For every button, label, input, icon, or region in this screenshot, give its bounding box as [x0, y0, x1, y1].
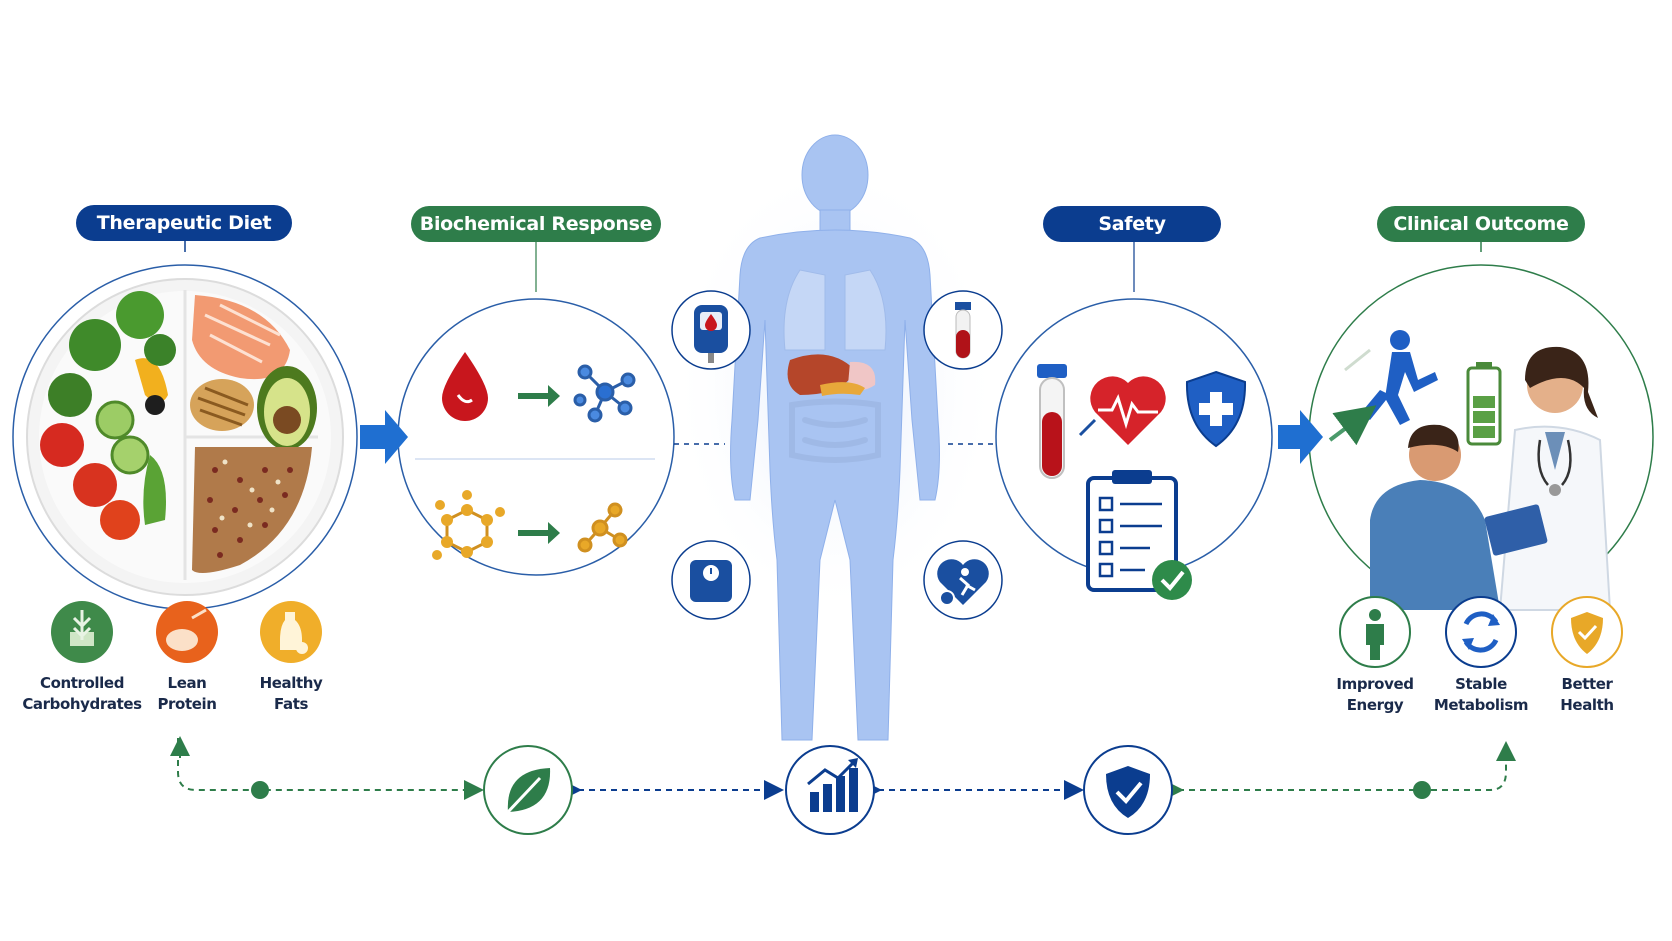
wheat-icon: [51, 601, 113, 663]
caption-line: Improved: [1336, 675, 1414, 693]
arrow-green-icon: [518, 522, 560, 544]
stage-title-clinical-outcome: Clinical Outcome: [1377, 206, 1585, 242]
glucose-meter-icon: [671, 290, 751, 370]
stage-title-text: Clinical Outcome: [1393, 213, 1569, 235]
diet-item-protein: Lean Protein: [122, 673, 252, 715]
cycle-icon: [1445, 596, 1517, 668]
caption-line: Energy: [1346, 696, 1404, 714]
caption-line: Metabolism: [1433, 696, 1529, 714]
oil-bottle-icon: [260, 601, 322, 663]
caption-line: Protein: [157, 695, 217, 713]
blood-tube-icon: [923, 290, 1003, 370]
shield-plus-icon: [1185, 370, 1247, 448]
stage-title-therapeutic-diet: Therapeutic Diet: [76, 205, 292, 241]
outcome-item-energy: Improved Energy: [1310, 674, 1440, 716]
shield-check-bottom-icon: [1083, 745, 1173, 835]
stage-title-text: Biochemical Response: [419, 213, 653, 235]
leaf-icon: [483, 745, 573, 835]
plate-icon: [26, 278, 344, 596]
caption-line: Lean: [167, 674, 207, 692]
arrow-green-icon: [518, 385, 560, 407]
quinoa-icon: [192, 447, 312, 574]
stage-title-safety: Safety: [1043, 206, 1221, 242]
arrow-diet-to-biochem: [360, 410, 408, 464]
diet-item-fats: Healthy Fats: [226, 673, 356, 715]
shield-check-icon: [1551, 596, 1623, 668]
stage-title-text: Safety: [1098, 213, 1166, 235]
caption-line: Fats: [274, 695, 308, 713]
stage-title-text: Therapeutic Diet: [96, 212, 272, 234]
heart-activity-icon: [923, 540, 1003, 620]
caption-line: Controlled: [39, 674, 125, 692]
checklist-icon: [1086, 470, 1192, 600]
vegetables-icon: [40, 291, 176, 540]
person-icon: [1339, 596, 1411, 668]
patient-icon: [1370, 424, 1500, 610]
molecule-gold-small-icon: [577, 502, 628, 553]
caption-line: Better: [1561, 675, 1613, 693]
stage-title-biochemical-response: Biochemical Response: [411, 206, 661, 242]
lungs-icon: [783, 269, 887, 351]
intestines-icon: [789, 398, 881, 463]
growth-chart-icon: [785, 745, 875, 835]
test-tube-icon: [1037, 364, 1067, 479]
blood-drop-icon: [442, 352, 488, 421]
caption-line: Health: [1560, 696, 1614, 714]
outcome-item-health: Better Health: [1522, 674, 1652, 716]
caption-line: Stable: [1455, 675, 1507, 693]
syringe-icon: [1078, 418, 1097, 437]
salmon-icon: [192, 295, 290, 380]
pancreas-icon: [820, 382, 865, 396]
diet-item-carbohydrates: Controlled Carbohydrates: [17, 673, 147, 715]
doctor-icon: [1484, 346, 1612, 611]
chicken-icon: [190, 379, 254, 431]
human-body-icon: [730, 134, 940, 741]
stomach-icon: [848, 361, 876, 390]
outcome-item-metabolism: Stable Metabolism: [1416, 674, 1546, 716]
caption-line: Carbohydrates: [22, 695, 142, 713]
caption-line: Healthy: [259, 674, 323, 692]
molecule-blue-icon: [573, 364, 636, 423]
meat-icon: [156, 601, 218, 663]
molecule-gold-ring-icon: [432, 490, 505, 560]
arrow-safety-to-outcome: [1278, 410, 1323, 464]
battery-icon: [1466, 362, 1502, 446]
scale-icon: [671, 540, 751, 620]
heart-pulse-icon: [1090, 376, 1166, 445]
